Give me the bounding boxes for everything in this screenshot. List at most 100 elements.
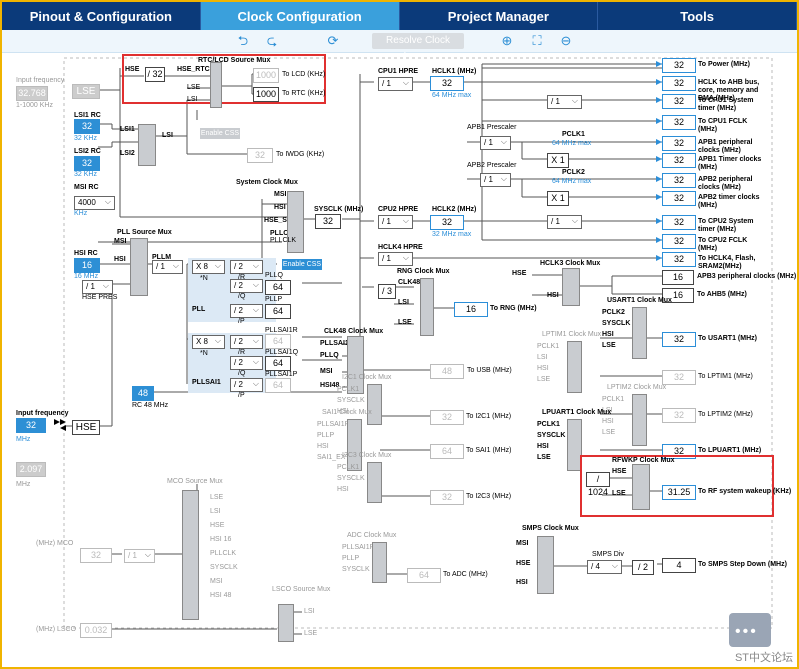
smps-mux[interactable] [537, 536, 554, 594]
i2c3-mux-title: I2C3 Clock Mux [342, 452, 392, 459]
tab-clock-configuration[interactable]: Clock Configuration [200, 2, 400, 30]
lptim2-input-d: LSE [602, 429, 616, 436]
clk48-pllsai1q-label: PLLSAI1Q [320, 340, 355, 347]
rng-clk48-label: CLK48 [398, 279, 421, 286]
lsi1-unit: 32 KHz [74, 135, 97, 142]
hclk3-hsi-label: HSI [547, 292, 559, 299]
rng-mux[interactable] [420, 278, 434, 336]
apb2-prescaler-select[interactable]: / 1 [480, 173, 511, 187]
clk48-mux[interactable] [347, 336, 364, 394]
sys-enable-css-button[interactable]: Enable CSS [282, 259, 322, 270]
lptim2-label: To LPTIM2 (MHz) [698, 411, 753, 418]
pllq-value: 64 [265, 280, 291, 295]
mco-mux[interactable] [182, 490, 199, 620]
output-value-8: 32 [662, 215, 696, 230]
lsi-mux[interactable] [138, 124, 156, 166]
rtc-mux[interactable] [210, 62, 222, 108]
apb1-prescaler-label: APB1 Prescaler [467, 124, 517, 131]
usart1-mux[interactable] [632, 307, 647, 359]
lptim2-mux[interactable] [632, 394, 647, 446]
rfwkp-mux[interactable] [632, 464, 650, 510]
cpu2-systick-select[interactable]: / 1 [547, 215, 582, 229]
pll-n-select[interactable]: X 8 [192, 260, 225, 274]
lsco-mux[interactable] [278, 604, 294, 642]
hsi-unit: 16 MHz [74, 273, 99, 280]
cpu1-hpre-select[interactable]: / 1 [378, 77, 413, 91]
pllsai1-n-select[interactable]: X 8 [192, 335, 225, 349]
system-clock-mux[interactable] [287, 191, 304, 253]
hclk1-value[interactable]: 32 [430, 76, 464, 91]
refresh-icon[interactable]: ⟳ [327, 33, 339, 48]
sai1-mux[interactable] [347, 419, 362, 471]
adc-mux[interactable] [372, 542, 387, 583]
msi-range-select[interactable]: 4000 [74, 196, 115, 210]
fit-icon[interactable]: ⛶ [532, 33, 542, 48]
pllq-label: PLLQ [265, 272, 283, 279]
system-mux-title: System Clock Mux [236, 179, 298, 186]
tab-pinout[interactable]: Pinout & Configuration [2, 2, 201, 30]
pll-source-mux[interactable] [130, 238, 148, 296]
pllsai1p-label: PLLSAI1P [265, 371, 298, 378]
hclk2-value[interactable]: 32 [430, 215, 464, 230]
rtc-enable-css-button[interactable]: Enable CSS [200, 128, 240, 139]
adc-mux-title: ADC Clock Mux [347, 532, 397, 539]
hse-input-frequency[interactable]: 32 [16, 418, 46, 433]
i2c1-label: To I2C1 (MHz) [466, 413, 512, 420]
tab-project-manager[interactable]: Project Manager [399, 2, 599, 30]
clk48-hsi48-label: HSI48 [320, 382, 340, 389]
hclk3-mux[interactable] [562, 268, 580, 306]
lptim1-mux[interactable] [567, 341, 582, 393]
mco-value: 32 [80, 548, 112, 563]
hsi-rc-label: HSI RC [74, 250, 98, 257]
sysclk-value: 32 [315, 214, 341, 229]
rfwkp-divider[interactable]: / 1024 [586, 472, 610, 497]
clock-tree-wires [54, 57, 773, 635]
hse-prescaler-select[interactable]: / 1 [82, 280, 113, 294]
lpuart1-mux[interactable] [567, 419, 582, 471]
pllm-select[interactable]: / 1 [152, 260, 183, 274]
clk48-pllq-label: PLLQ [320, 352, 339, 359]
pll-label: PLL [192, 306, 206, 313]
apb1-prescaler-select[interactable]: / 1 [480, 136, 511, 150]
pll-r-select[interactable]: / 2 [230, 260, 263, 274]
output-label-10: To HCLK4, Flash, SRAM2(MHz) [698, 255, 756, 270]
pllsai1-r-label: /R [238, 349, 245, 356]
input3-frequency[interactable]: 2.097 [16, 462, 46, 477]
i2c3-mux[interactable] [367, 462, 382, 503]
lsco-value: 0.032 [80, 623, 112, 638]
hclk4-hpre-select[interactable]: / 1 [378, 252, 413, 266]
apb1-timer-multiplier: X 1 [547, 153, 569, 168]
usb-value: 48 [430, 364, 464, 379]
output-value-9: 32 [662, 234, 696, 249]
mco-div-select[interactable]: / 1 [124, 549, 155, 563]
tab-tools[interactable]: Tools [598, 2, 797, 30]
hse-source: HSE [72, 420, 100, 435]
lptim2-input-b: LSI [602, 407, 613, 414]
pllsai1-q-select[interactable]: / 2 [230, 356, 263, 370]
zoom-in-icon[interactable]: ⊕ [501, 33, 513, 48]
output-value-1: 32 [662, 76, 696, 91]
clock-tree-canvas: Input frequency 32.768 1-1000 KHz LSE In… [2, 54, 797, 665]
tab-bar: Pinout & Configuration Clock Configurati… [2, 2, 797, 30]
pll-q-select[interactable]: / 2 [230, 279, 263, 293]
usart1-label: To USART1 (MHz) [698, 335, 757, 342]
rc48-label: RC 48 MHz [132, 402, 169, 409]
resolve-clock-issues-button[interactable]: Resolve Clock Issues [372, 33, 464, 62]
lse-input-frequency[interactable]: 32.768 [16, 86, 48, 101]
redo-icon[interactable]: ⮎ [266, 33, 278, 48]
cpu2-hpre-select[interactable]: / 1 [378, 215, 413, 229]
lsco-lse-label: LSE [304, 630, 318, 637]
lptim1-mux-title: LPTIM1 Clock Mux [542, 331, 602, 338]
pllsai1-p-select[interactable]: / 2 [230, 378, 263, 392]
undo-icon[interactable]: ⮌ [237, 33, 249, 48]
systick-divider-select[interactable]: / 1 [547, 95, 582, 109]
zoom-out-icon[interactable]: ⊖ [560, 33, 572, 48]
mco-input-3: HSI 16 [210, 536, 232, 543]
pllsai1-r-select[interactable]: / 2 [230, 335, 263, 349]
rtc-hse-divider[interactable]: / 32 [145, 67, 165, 82]
pll-p-select[interactable]: / 2 [230, 304, 263, 318]
smps-div-select[interactable]: / 4 [587, 560, 622, 574]
rng-divider[interactable]: / 3 [378, 284, 396, 299]
output-label-2: To CPU1 System timer (MHz) [698, 97, 754, 112]
i2c1-mux[interactable] [367, 384, 382, 425]
